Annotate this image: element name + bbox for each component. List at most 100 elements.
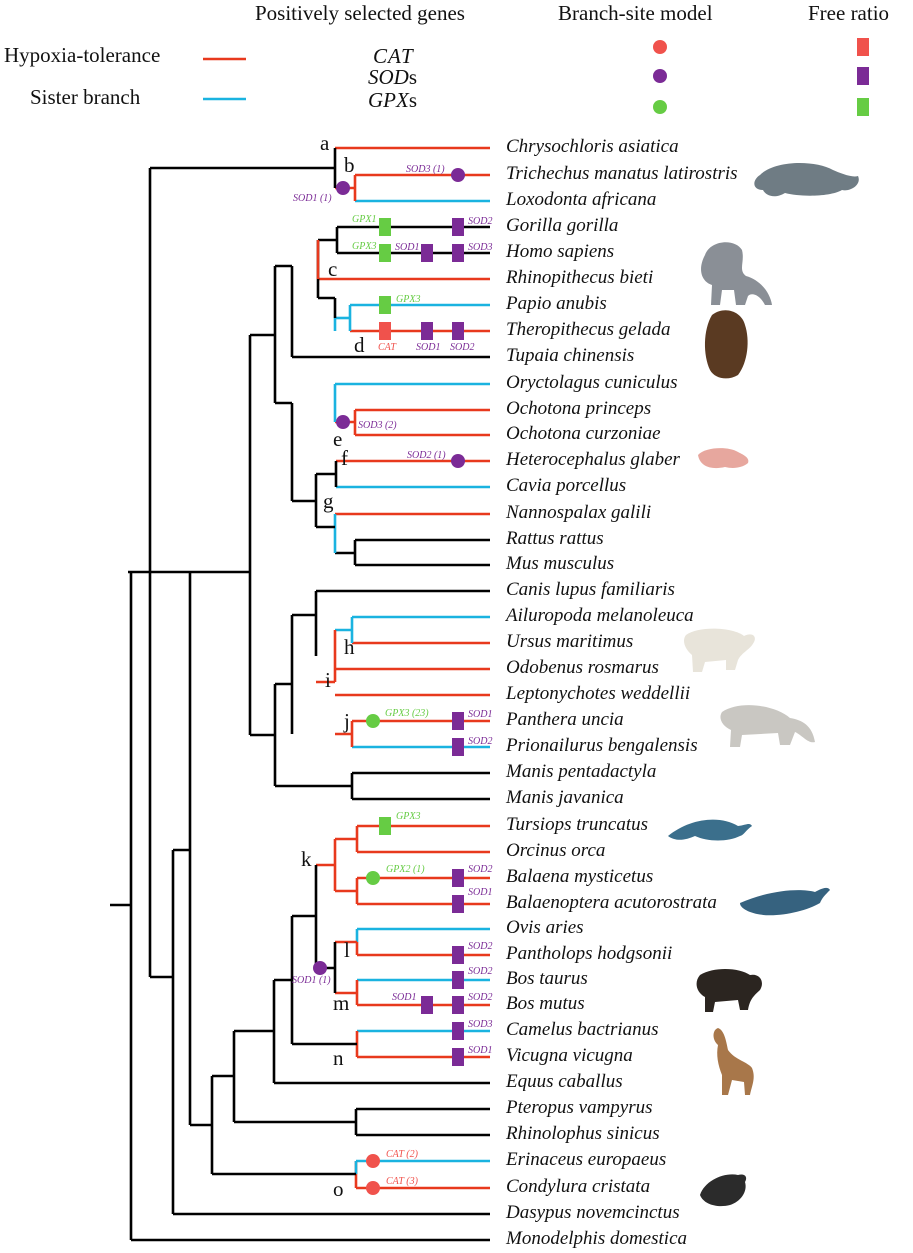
free-ratio-marker [452, 218, 464, 236]
node-label: j [343, 709, 350, 733]
branch-site-marker [336, 181, 350, 195]
gene-label: SOD1 [416, 342, 440, 353]
taxon-label: Rhinolophus sinicus [506, 1123, 660, 1144]
gene-label: SOD2 [468, 966, 492, 977]
node-label: e [333, 427, 342, 451]
gene-label: SOD1 [468, 887, 492, 898]
taxon-label: Erinaceus europaeus [506, 1149, 667, 1170]
node-label: d [354, 333, 365, 357]
free-ratio-marker [452, 322, 464, 340]
taxon-label: Ovis aries [506, 917, 584, 938]
gene-label: SOD3 (1) [406, 164, 445, 175]
taxon-label: Canis lupus familiaris [506, 579, 675, 600]
whale-icon [740, 887, 830, 916]
taxon-label: Mus musculus [506, 553, 615, 574]
free-ratio-marker [452, 895, 464, 913]
branch-site-marker [336, 415, 350, 429]
taxon-label: Balaena mysticetus [506, 866, 654, 887]
header-free-ratio: Free ratio [808, 1, 890, 25]
snow-leopard-icon [720, 705, 815, 747]
taxon-label: Rhinopithecus bieti [506, 267, 654, 288]
legend-gene-sods: SODs [368, 65, 418, 89]
gene-label: CAT (3) [386, 1176, 419, 1187]
gene-label: SOD2 [468, 216, 492, 227]
legend-cat-circle [653, 40, 667, 54]
branch-site-marker [366, 1154, 380, 1168]
taxon-label: Rattus rattus [506, 528, 604, 549]
taxon-label: Loxodonta africana [506, 189, 657, 210]
taxon-label: Ochotona curzoniae [506, 423, 661, 444]
node-label: a [320, 131, 330, 155]
node-label: m [333, 991, 349, 1015]
gene-label: SOD3 (2) [358, 420, 397, 431]
free-ratio-marker [452, 1048, 464, 1066]
taxon-label: Cavia porcellus [506, 475, 627, 496]
taxon-label: Theropithecus gelada [506, 319, 671, 340]
branch-site-marker [313, 961, 327, 975]
taxon-label: Odobenus rosmarus [506, 657, 659, 678]
branch-site-marker [366, 871, 380, 885]
mole-icon [700, 1174, 747, 1207]
legend-gpx-square [857, 98, 869, 116]
taxon-label: Tursiops truncatus [506, 814, 649, 835]
yak-icon [696, 968, 762, 1012]
node-label: k [301, 847, 312, 871]
gene-label: SOD2 [450, 342, 474, 353]
gene-label: SOD1 (1) [292, 975, 331, 986]
dolphin-icon [668, 819, 752, 841]
taxon-label: Chrysochloris asiatica [506, 136, 679, 157]
taxon-label: Bos mutus [506, 993, 585, 1014]
taxon-label: Nannospalax galili [506, 502, 652, 523]
free-ratio-marker [379, 322, 391, 340]
header-branch-site: Branch-site model [558, 1, 713, 25]
node-label: h [344, 635, 355, 659]
gene-label: SOD2 [468, 992, 492, 1003]
node-label: g [323, 489, 334, 513]
node-label: c [328, 257, 337, 281]
gene-label: SOD2 [468, 941, 492, 952]
taxon-label: Equus caballus [506, 1071, 623, 1092]
gene-label: SOD2 (1) [407, 450, 446, 461]
free-ratio-marker [452, 738, 464, 756]
legend-gene-cat: CAT [373, 44, 414, 68]
taxon-label: Prionailurus bengalensis [506, 735, 698, 756]
node-label: i [325, 668, 331, 692]
free-ratio-marker [452, 946, 464, 964]
legend-gene-gpxs: GPXs [368, 88, 418, 112]
manatee-icon [754, 163, 859, 197]
polar-bear-icon [684, 628, 755, 672]
gene-label: SOD3 [468, 1019, 492, 1030]
gene-label: SOD2 [468, 736, 492, 747]
free-ratio-marker [421, 996, 433, 1014]
header-genes: Positively selected genes [255, 1, 465, 25]
gene-label: GPX3 [396, 811, 420, 822]
taxon-label: Bos taurus [506, 968, 588, 989]
free-ratio-marker [379, 296, 391, 314]
gene-label: GPX3 [396, 294, 420, 305]
taxon-label: Panthera uncia [506, 709, 624, 730]
taxon-label: Camelus bactrianus [506, 1019, 659, 1040]
taxon-label: Trichechus manatus latirostris [506, 163, 738, 184]
taxon-label: Orcinus orca [506, 840, 606, 861]
gelada-icon [704, 310, 748, 379]
legend-gpx-circle [653, 100, 667, 114]
branch-site-marker [366, 1181, 380, 1195]
gene-label: GPX3 (23) [385, 708, 429, 719]
gene-label: GPX2 (1) [386, 864, 425, 875]
taxon-label: Heterocephalus glaber [506, 449, 680, 470]
legend-sod-circle [653, 69, 667, 83]
gene-label: CAT [378, 342, 397, 353]
free-ratio-marker [452, 712, 464, 730]
taxon-label: Balaenoptera acutorostrata [506, 892, 717, 913]
gene-label: SOD1 [468, 1045, 492, 1056]
free-ratio-marker [452, 1022, 464, 1040]
taxon-label: Vicugna vicugna [506, 1045, 633, 1066]
branch-site-marker [366, 714, 380, 728]
taxon-label: Manis javanica [506, 787, 624, 808]
gene-label: GPX1 [352, 214, 376, 225]
node-label: f [341, 446, 348, 470]
legend-cat-square [857, 38, 869, 56]
free-ratio-marker [421, 322, 433, 340]
